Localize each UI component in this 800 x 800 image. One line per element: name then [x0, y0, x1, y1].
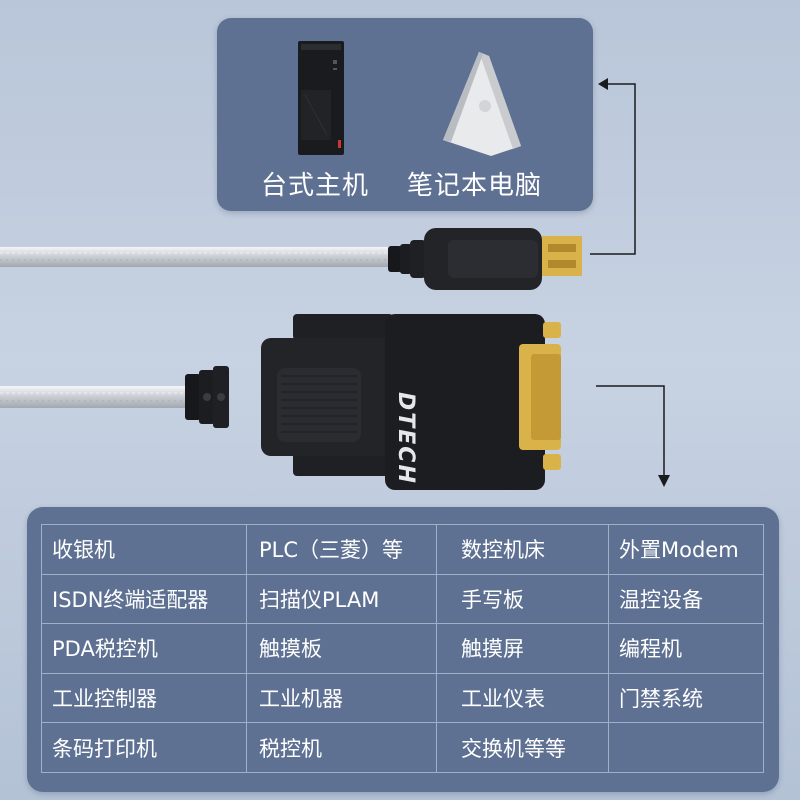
application-cell: 税控机: [246, 722, 437, 773]
application-cell: [608, 722, 764, 773]
desktop-label: 台式主机: [261, 171, 370, 201]
laptop-icon: [429, 36, 525, 156]
application-cell: 工业控制器: [41, 672, 247, 724]
brand-logo: DTECH: [393, 392, 418, 485]
table-row: PDA税控机触摸板触摸屏编程机: [41, 623, 764, 674]
application-cell: 外置Modem: [608, 524, 764, 575]
application-cell: 收银机: [41, 524, 247, 575]
application-cell: 数控机床: [436, 524, 609, 575]
usb-connector: [388, 222, 583, 294]
table-row: 条码打印机税控机交换机等等: [41, 722, 764, 773]
arrow-up-icon: [590, 72, 640, 262]
usb-cable: [0, 243, 420, 273]
application-cell: 条码打印机: [41, 722, 247, 773]
desktop-tower-icon: [297, 40, 345, 156]
application-cell: 温控设备: [608, 573, 764, 625]
application-cell: ISDN终端适配器: [41, 573, 247, 625]
application-cell: 编程机: [608, 623, 764, 674]
device-panel: 台式主机 笔记本电脑: [217, 18, 593, 211]
table-row: 工业控制器工业机器工业仪表门禁系统: [41, 672, 764, 724]
serial-cable: [0, 382, 200, 414]
application-cell: 扫描仪PLAM: [246, 573, 437, 625]
application-cell: 工业仪表: [436, 672, 609, 724]
application-cell: 手写板: [436, 573, 609, 625]
arrow-down-icon: [596, 383, 676, 493]
application-cell: 触摸屏: [436, 623, 609, 674]
application-cell: PDA税控机: [41, 623, 247, 674]
application-cell: 触摸板: [246, 623, 437, 674]
laptop-label: 笔记本电脑: [407, 171, 543, 201]
application-cell: PLC（三菱）等: [246, 524, 437, 575]
db9-connector: [185, 300, 580, 500]
application-cell: 交换机等等: [436, 722, 609, 773]
application-cell: 工业机器: [246, 672, 437, 724]
application-cell: 门禁系统: [608, 672, 764, 724]
